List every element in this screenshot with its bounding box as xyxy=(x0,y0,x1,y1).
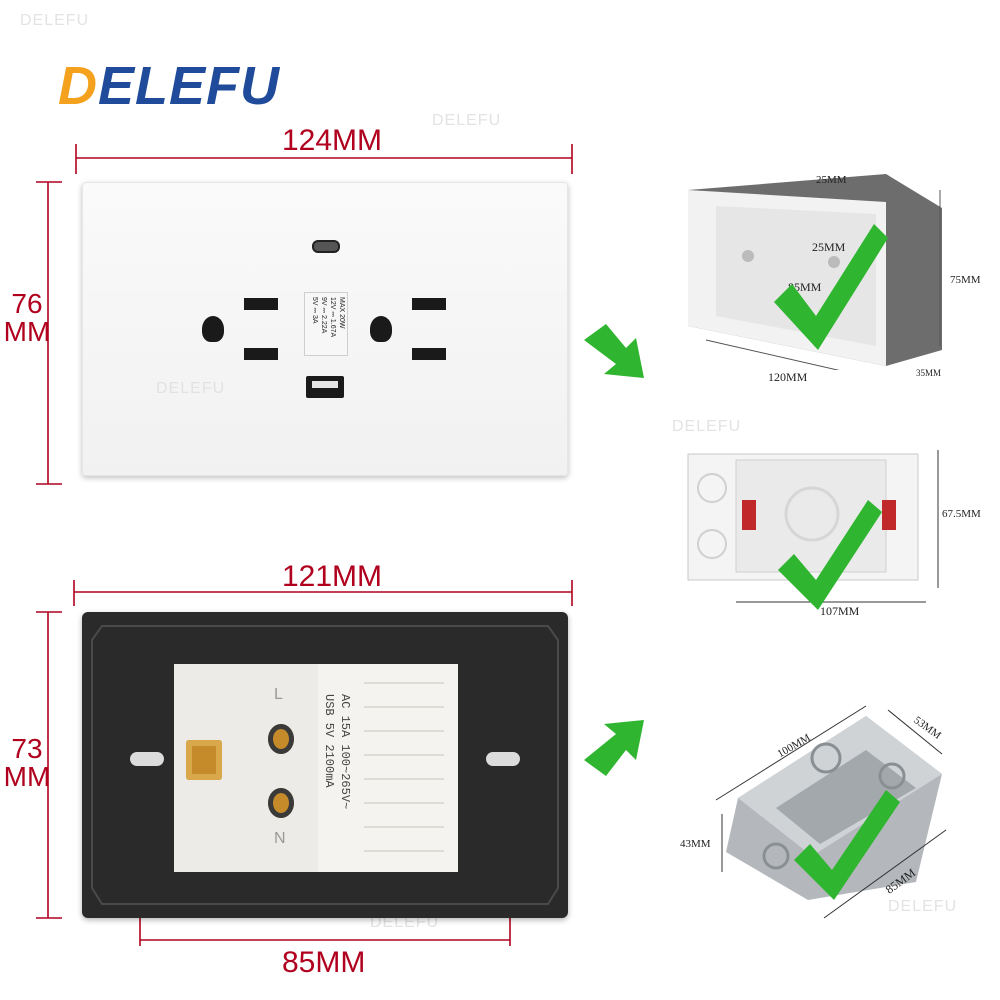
watermark: DELEFU xyxy=(370,914,440,931)
spec-line: 5V ⎓ 3A xyxy=(311,297,318,324)
box1-width-label: 120MM xyxy=(768,370,808,384)
plastic-box-gray xyxy=(688,174,942,370)
watermark: DELEFU xyxy=(20,12,90,29)
box1-inner-label: 25MM xyxy=(812,240,846,254)
rating-text: AC 15A 100~265V~ xyxy=(338,694,352,810)
arrow-icon xyxy=(584,720,644,776)
watermark: DELEFU xyxy=(432,112,502,129)
check-icon xyxy=(794,790,900,900)
outlet-slot xyxy=(412,298,446,310)
back-frame xyxy=(91,625,559,905)
check-icon xyxy=(774,224,888,350)
box3-height-label: 43MM xyxy=(680,838,711,850)
terminal-screw xyxy=(268,724,294,754)
usb-a-port xyxy=(306,376,344,398)
box3-dimension-lines xyxy=(715,705,947,919)
metal-box xyxy=(726,716,942,900)
front-width-label: 124MM xyxy=(282,124,383,157)
spec-label: MAX 20W 12V ⎓ 1.67A 9V ⎓ 2.22A 5V ⎓ 3A xyxy=(304,292,348,356)
spec-line: 9V ⎓ 2.22A xyxy=(320,297,327,334)
box1-height-label: 75MM xyxy=(950,274,981,286)
outlet-slot xyxy=(244,348,278,360)
socket-module: L N xyxy=(174,664,320,872)
watermark: DELEFU xyxy=(672,418,742,435)
rating-text: USB 5V 2100mA xyxy=(322,694,336,788)
rating-label-area: AC 15A 100~265V~ USB 5V 2100mA xyxy=(318,664,458,872)
box2-height-label: 67.5MM xyxy=(942,508,981,520)
box2-width-label: 107MM xyxy=(820,604,860,618)
terminal-screw xyxy=(268,788,294,818)
spec-line: MAX 20W xyxy=(338,297,345,329)
outlet-front-plate: MAX 20W 12V ⎓ 1.67A 9V ⎓ 2.22A 5V ⎓ 3A D… xyxy=(82,182,568,476)
outlet-back-plate: L N AC 15A 100~265V~ USB 5V 2100mA xyxy=(82,612,568,918)
box2-dimension-lines xyxy=(736,450,939,603)
box1-depth-label: 35MM xyxy=(916,368,942,378)
outlet-slot xyxy=(412,348,446,360)
watermark: DELEFU xyxy=(156,380,226,397)
back-width-label: 121MM xyxy=(282,560,383,593)
back-spacing-label: 85MM xyxy=(282,946,366,979)
spec-line: 12V ⎓ 1.67A xyxy=(329,297,336,338)
usb-c-port xyxy=(312,240,340,253)
terminal-screw xyxy=(186,740,222,780)
watermark: DELEFU xyxy=(888,898,958,915)
check-icon xyxy=(778,500,882,610)
terminal-label-l: L xyxy=(274,686,283,703)
outlet-slot xyxy=(244,298,278,310)
ground-hole xyxy=(202,316,224,342)
box1-top-label: 25MM xyxy=(816,174,847,186)
brand-logo: DELEFU xyxy=(58,56,281,116)
terminal-label-n: N xyxy=(274,830,286,847)
ground-hole xyxy=(370,316,392,342)
vent-slots xyxy=(364,682,444,862)
arrow-icon xyxy=(584,324,644,378)
